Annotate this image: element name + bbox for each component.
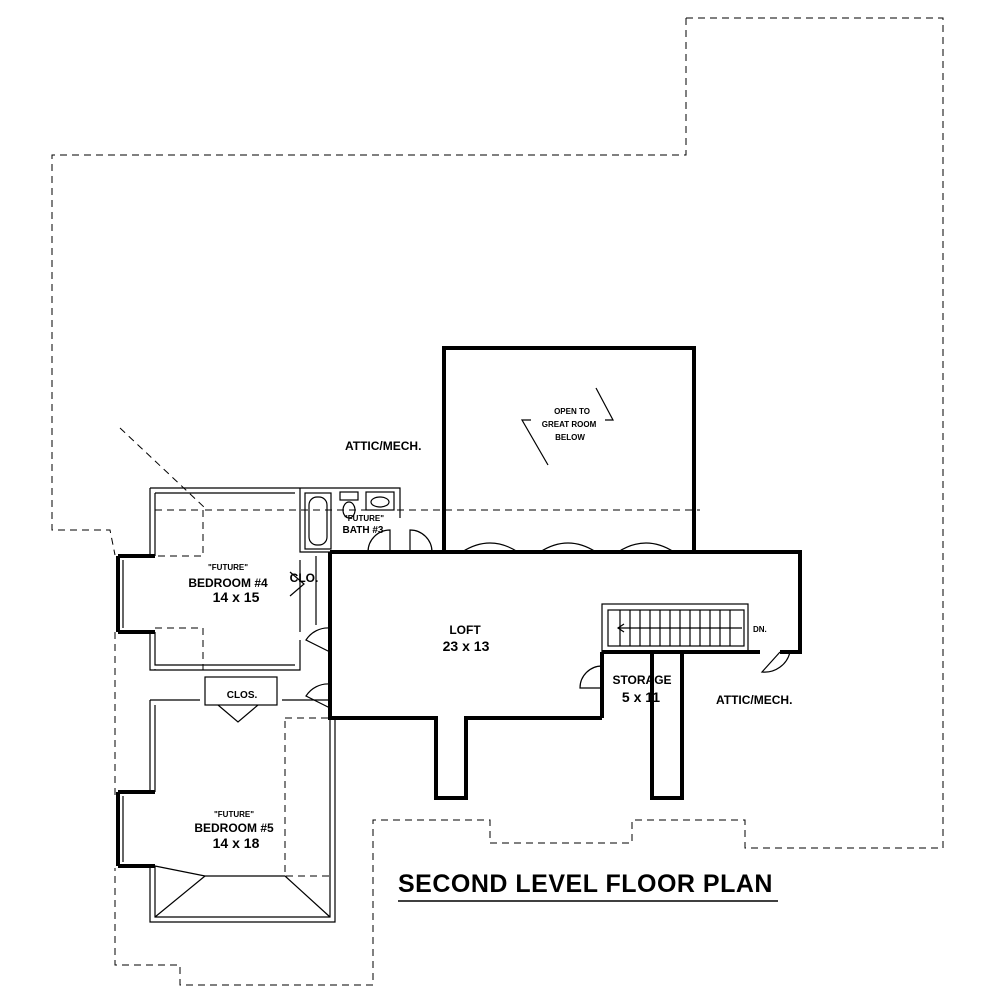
attic-label-right: ATTIC/MECH. (716, 693, 792, 707)
bed5-future-label: "FUTURE" (214, 810, 254, 819)
bed4-size-label: 14 x 15 (213, 589, 260, 605)
bedroom-5 (116, 699, 336, 923)
loft-name-label: LOFT (449, 623, 481, 637)
bath-3 (299, 487, 401, 553)
closet-label: CLOS. (227, 690, 258, 701)
stair-dn-label: DN. (753, 625, 767, 634)
open-to-label-2: GREAT ROOM (542, 420, 597, 429)
bath-future-label: "FUTURE" (344, 514, 384, 523)
storage-name-label: STORAGE (612, 673, 671, 687)
open-to-great-room (442, 346, 696, 554)
bedroom-4 (116, 487, 317, 671)
storage-size-label: 5 x 11 (622, 689, 660, 705)
attic-label-top: ATTIC/MECH. (345, 439, 421, 453)
closet (204, 676, 278, 723)
roof-outline (51, 17, 944, 986)
loft-size-label: 23 x 13 (443, 638, 490, 654)
bed5-name-label: BEDROOM #5 (194, 821, 274, 835)
doors (305, 529, 791, 709)
plan-title: SECOND LEVEL FLOOR PLAN (398, 870, 773, 898)
bed4-future-label: "FUTURE" (208, 563, 248, 572)
open-to-label-3: BELOW (555, 433, 585, 442)
stair (601, 603, 749, 653)
bed5-size-label: 14 x 18 (213, 835, 260, 851)
bed4-name-label: BEDROOM #4 (188, 576, 268, 590)
clo-label: CLO. (290, 571, 319, 585)
loft-walls (328, 550, 802, 800)
bath-name-label: BATH #3 (343, 525, 384, 536)
open-to-label-1: OPEN TO (554, 407, 590, 416)
